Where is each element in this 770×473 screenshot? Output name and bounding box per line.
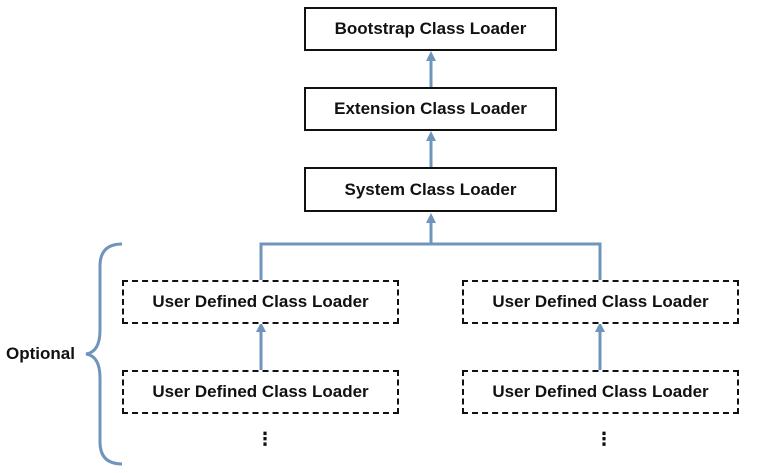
bootstrap-class-loader-box: Bootstrap Class Loader xyxy=(304,7,557,51)
user-defined-class-loader-label: User Defined Class Loader xyxy=(152,382,369,401)
user-defined-class-loader-right-top: User Defined Class Loader xyxy=(462,280,739,324)
optional-label: Optional xyxy=(6,344,75,363)
user-defined-class-loader-right-bottom: User Defined Class Loader xyxy=(462,370,739,414)
extension-class-loader-box: Extension Class Loader xyxy=(304,87,557,131)
branch-user-to-system xyxy=(259,242,602,280)
user-defined-class-loader-label: User Defined Class Loader xyxy=(492,382,709,401)
ellipsis-left: ⋮ xyxy=(256,429,274,449)
user-defined-class-loader-left-bottom: User Defined Class Loader xyxy=(122,370,399,414)
optional-brace xyxy=(85,242,123,466)
user-defined-class-loader-label: User Defined Class Loader xyxy=(152,292,369,311)
user-defined-class-loader-left-top: User Defined Class Loader xyxy=(122,280,399,324)
user-defined-class-loader-label: User Defined Class Loader xyxy=(492,292,709,311)
bootstrap-class-loader-label: Bootstrap Class Loader xyxy=(334,19,527,38)
system-class-loader-label: System Class Loader xyxy=(344,179,517,199)
ellipsis-right: ⋮ xyxy=(595,429,613,449)
system-class-loader-box: System Class Loader xyxy=(304,167,557,212)
extension-class-loader-label: Extension Class Loader xyxy=(334,99,527,118)
